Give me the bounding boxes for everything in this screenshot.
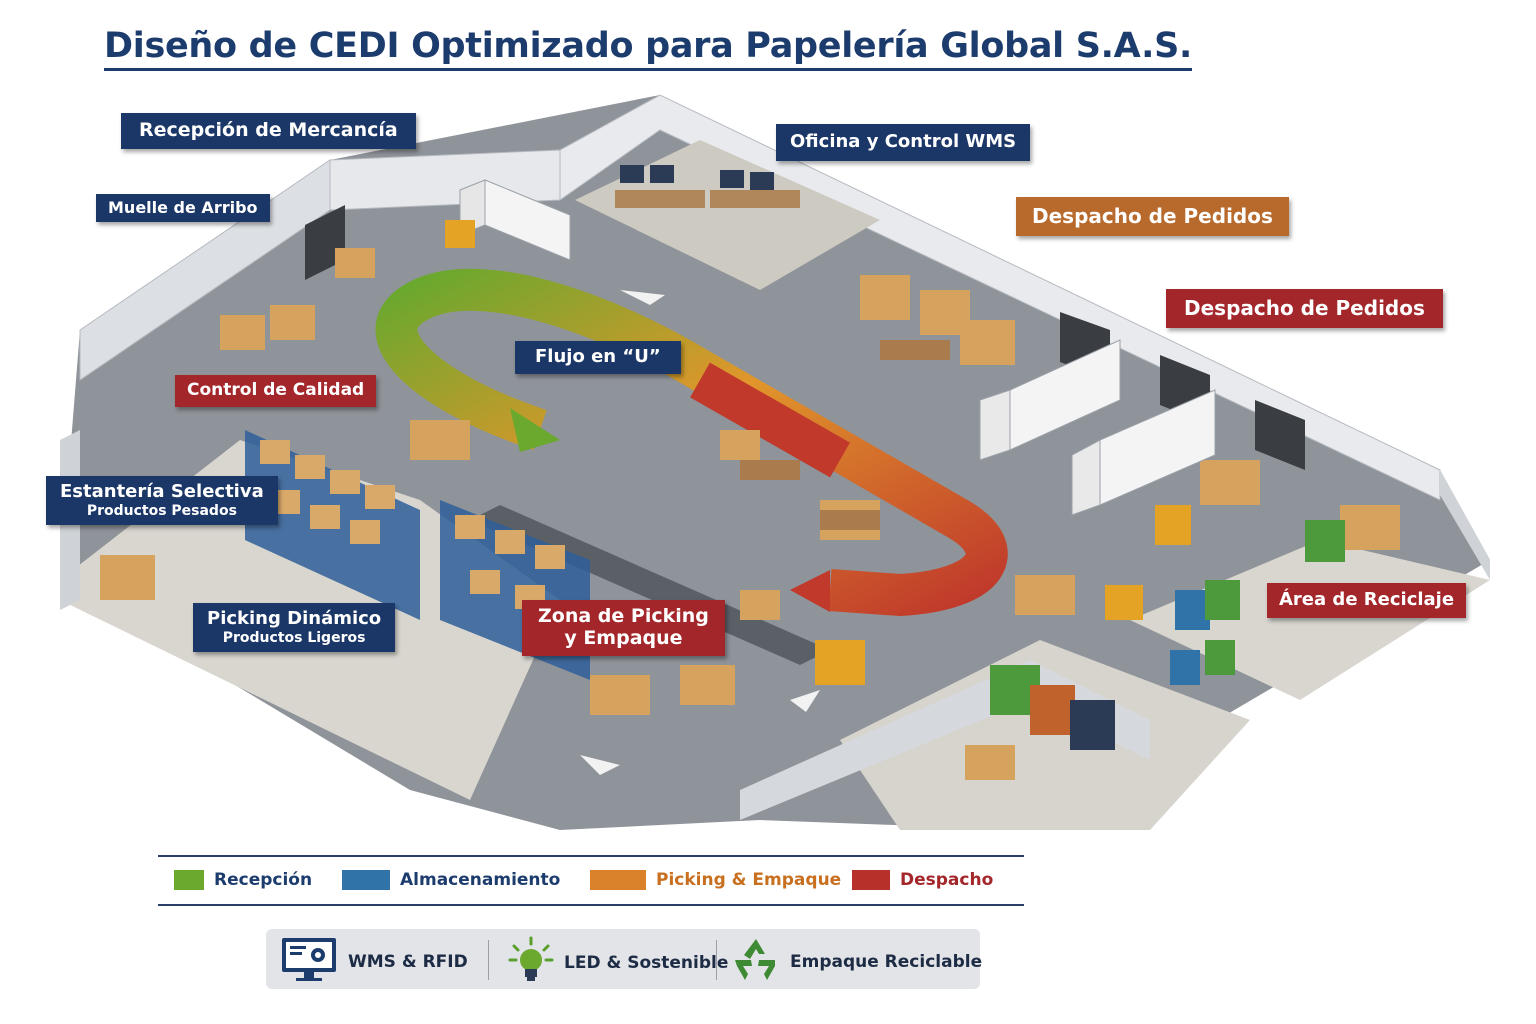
tech-separator-1 xyxy=(488,940,489,980)
monitor-gear-icon xyxy=(280,936,338,987)
legend-picking: Picking & Empaque xyxy=(590,870,841,890)
recycling-bins xyxy=(990,520,1345,750)
packing-stations xyxy=(740,340,950,530)
legend-almacenamiento: Almacenamiento xyxy=(342,870,560,890)
rack-boxes xyxy=(260,440,565,609)
tech-led-sostenible: LED & Sostenible xyxy=(508,936,728,989)
legend-top-rule xyxy=(158,855,1024,857)
legend-despacho: Despacho xyxy=(852,870,993,890)
label-estanteria-selectiva: Estantería Selectiva Productos Pesados xyxy=(46,476,278,525)
office-desks xyxy=(615,190,800,208)
wall-back xyxy=(559,94,1441,501)
label-control-calidad: Control de Calidad xyxy=(175,375,377,407)
forklift xyxy=(445,220,1191,685)
label-zona-picking: Zona de Picking y Empaque xyxy=(522,600,725,656)
tech-features-bar xyxy=(266,929,980,989)
zona-picking-line1: Zona de Picking xyxy=(538,605,709,627)
wall-front-right xyxy=(1440,470,1490,580)
tech-wms-rfid: WMS & RFID xyxy=(280,936,468,987)
u-flow-arrow xyxy=(375,268,1008,617)
label-despacho-pedidos-2: Despacho de Pedidos xyxy=(1166,289,1443,328)
recycle-icon xyxy=(732,936,780,987)
pallets-boxes xyxy=(100,248,1400,780)
zona-picking-line2: y Empaque xyxy=(564,626,683,649)
legend-almacenamiento-swatch xyxy=(342,870,390,890)
estanteria-title: Estantería Selectiva xyxy=(60,481,264,502)
tech-led-label: LED & Sostenible xyxy=(564,952,729,973)
estanteria-subtitle: Productos Pesados xyxy=(86,502,237,519)
label-area-reciclaje: Área de Reciclaje xyxy=(1267,583,1467,618)
legend-bottom-rule xyxy=(158,904,1024,906)
truck-dispatch-2 xyxy=(1071,389,1216,516)
picking-dinamico-title: Picking Dinámico xyxy=(207,608,382,629)
page-title: Diseño de CEDI Optimizado para Papelería… xyxy=(104,26,1192,71)
tech-wms-label: WMS & RFID xyxy=(348,951,468,972)
picking-dinamico-subtitle: Productos Ligeros xyxy=(222,629,366,646)
legend-almacenamiento-label: Almacenamiento xyxy=(400,870,561,890)
label-oficina-wms: Oficina y Control WMS xyxy=(776,124,1031,161)
tech-empaque-label: Empaque Reciclable xyxy=(790,951,983,972)
legend-despacho-label: Despacho xyxy=(900,870,994,890)
legend-recepcion-label: Recepción xyxy=(214,870,313,890)
lightbulb-icon xyxy=(508,936,554,989)
label-muelle-arribo: Muelle de Arribo xyxy=(96,194,270,223)
truck-dispatch-1 xyxy=(979,339,1121,461)
legend-picking-label: Picking & Empaque xyxy=(656,870,842,890)
legend-picking-swatch xyxy=(590,870,646,890)
label-flujo-u: Flujo en “U” xyxy=(515,341,681,374)
lane-arrows xyxy=(580,290,820,775)
tech-empaque-reciclable: Empaque Reciclable xyxy=(732,936,982,987)
u-flow-arrowhead xyxy=(510,408,560,452)
office-monitors xyxy=(620,165,774,190)
label-picking-dinamico: Picking Dinámico Productos Ligeros xyxy=(193,603,396,652)
tech-separator-2 xyxy=(716,940,717,980)
legend-despacho-swatch xyxy=(852,870,890,890)
label-recepcion-mercancia: Recepción de Mercancía xyxy=(121,113,416,149)
label-despacho-pedidos-1: Despacho de Pedidos xyxy=(1016,197,1289,236)
legend-recepcion: Recepción xyxy=(174,870,312,890)
legend-recepcion-swatch xyxy=(174,870,204,890)
